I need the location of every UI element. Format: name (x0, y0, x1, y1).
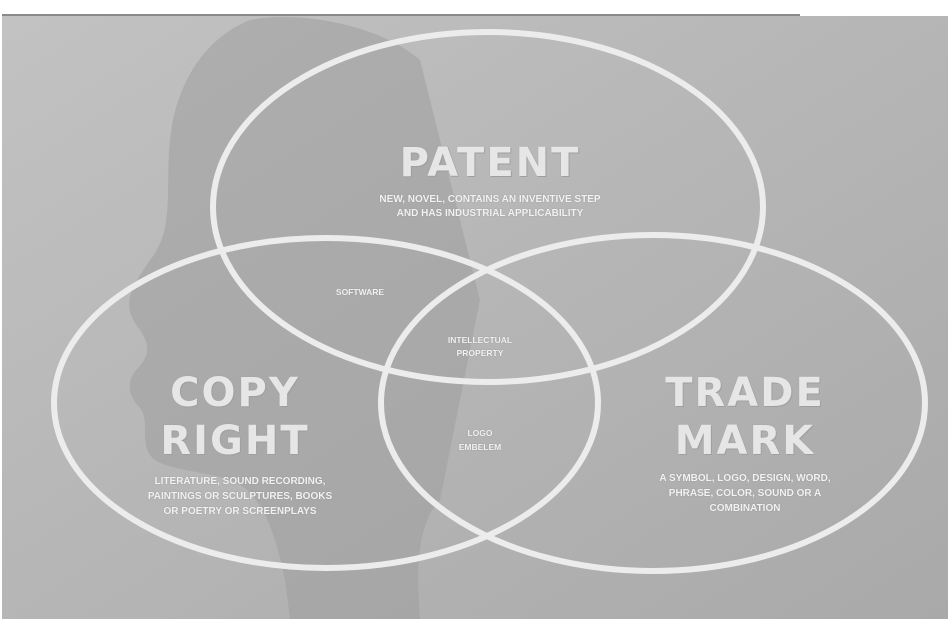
logo-label: LOGO (467, 428, 493, 438)
patent-circle (210, 29, 766, 385)
copyright-title-line1: COPY (170, 370, 300, 416)
trademark-desc-line1: A SYMBOL, LOGO, DESIGN, WORD, (659, 473, 831, 484)
white-corner (800, 0, 950, 16)
patent-title: PATENT (399, 140, 581, 186)
patent-desc-line2: AND HAS INDUSTRIAL APPLICABILITY (396, 208, 584, 219)
intellectual-property-line2: PROPERTY (456, 348, 504, 358)
copyright-desc-line1: LITERATURE, SOUND RECORDING, (154, 476, 326, 487)
software-label: SOFTWARE (335, 287, 385, 297)
trademark-title-line1: TRADE (665, 370, 825, 416)
copyright-desc-line2: PAINTINGS OR SCULPTURES, BOOKS (147, 491, 333, 502)
intellectual-property-line1: INTELLECTUAL (447, 335, 513, 345)
trademark-desc-line3: COMBINATION (709, 503, 781, 514)
head-silhouette (129, 16, 480, 619)
copyright-desc-line3: OR POETRY OR SCREENPLAYS (163, 506, 317, 517)
trademark-desc-line2: PHRASE, COLOR, SOUND OR A (668, 488, 822, 499)
embelem-label: EMBELEM (458, 442, 502, 452)
trademark-title-line2: MARK (674, 418, 816, 464)
copyright-circle (51, 235, 601, 571)
patent-desc-line1: NEW, NOVEL, CONTAINS AN INVENTIVE STEP (379, 194, 601, 205)
copyright-title-line2: RIGHT (160, 418, 310, 464)
trademark-circle (378, 232, 928, 574)
